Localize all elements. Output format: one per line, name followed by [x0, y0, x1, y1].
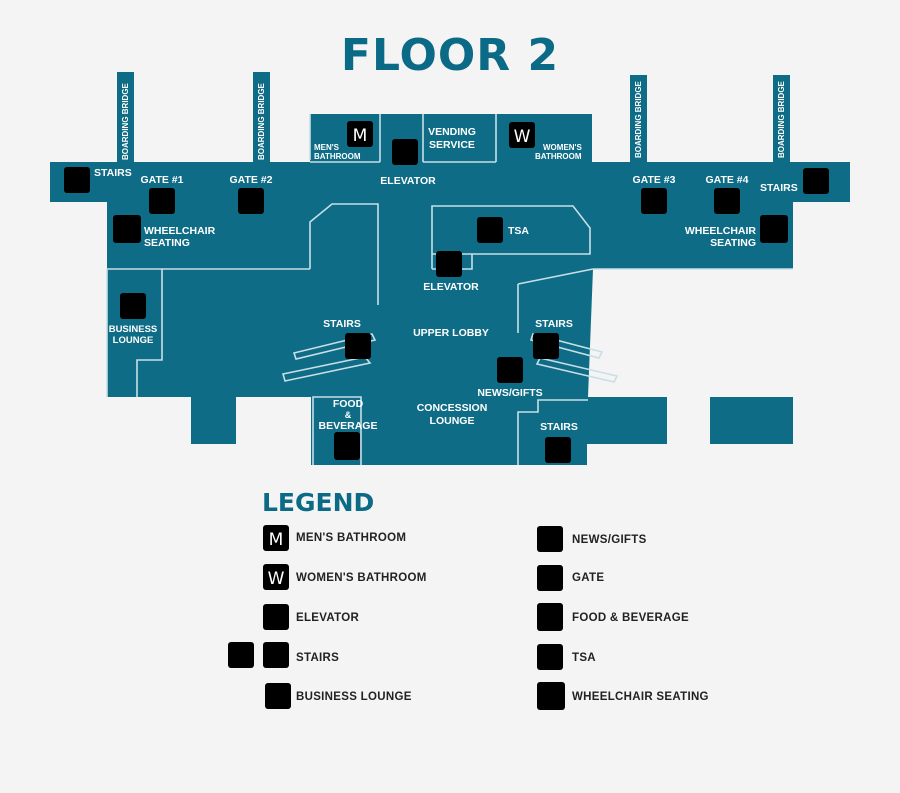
tsa-icon — [477, 217, 503, 243]
legend-mens-icon: M — [263, 525, 289, 551]
legend-item-wheelchair: WHEELCHAIR SEATING — [572, 691, 709, 703]
svg-text:M: M — [353, 126, 368, 146]
legend-item-gate: GATE — [572, 572, 605, 584]
legend-stairs-up-icon — [228, 642, 254, 668]
elevator-label-center: ELEVATOR — [423, 281, 479, 293]
legend-news-icon — [537, 526, 563, 552]
stairs-label-concession: STAIRS — [540, 421, 578, 433]
gate-4-label: GATE #4 — [706, 174, 749, 186]
legend-stairs-down-icon — [263, 642, 289, 668]
wheelchair-icon-west — [113, 215, 141, 243]
stairs-icon-center-west — [345, 333, 371, 359]
wheelchair-label-west-1: WHEELCHAIR — [144, 225, 216, 237]
wheelchair-label-east-2: SEATING — [710, 237, 756, 249]
legend-business-icon — [265, 683, 291, 709]
svg-text:W: W — [514, 127, 531, 147]
gate-2-label: GATE #2 — [230, 174, 273, 186]
womens-bathroom-label-1: WOMEN'S — [543, 143, 582, 152]
tsa-label: TSA — [508, 225, 529, 237]
food-label-2: & — [345, 410, 352, 420]
boarding-bridge-label-4: BOARDING BRIDGE — [777, 80, 786, 158]
womens-bathroom-label-2: BATHROOM — [535, 152, 582, 161]
food-label-3: BEVERAGE — [319, 420, 378, 432]
legend-tsa-icon — [537, 644, 563, 670]
legend-elevator-icon — [263, 604, 289, 630]
mens-bathroom-label-1: MEN'S — [314, 143, 340, 152]
legend-item-tsa: TSA — [572, 652, 596, 664]
gate-3-label: GATE #3 — [633, 174, 676, 186]
legend-item-womens: WOMEN'S BATHROOM — [296, 572, 427, 584]
wheelchair-label-east-1: WHEELCHAIR — [685, 225, 757, 237]
elevator-icon-center — [436, 251, 462, 277]
stairs-label-center-west: STAIRS — [323, 318, 361, 330]
business-lounge-icon — [120, 293, 146, 319]
legend-gate-icon — [537, 565, 563, 591]
concession-label-1: CONCESSION — [417, 402, 488, 414]
boarding-bridge-label-1: BOARDING BRIDGE — [121, 82, 130, 160]
legend-item-business: BUSINESS LOUNGE — [296, 691, 412, 703]
wheelchair-icon-east — [760, 215, 788, 243]
elevator-icon-top — [392, 139, 418, 165]
stairs-label-west: STAIRS — [94, 167, 132, 179]
food-beverage-icon — [334, 432, 360, 460]
business-lounge-label-2: LOUNGE — [113, 335, 154, 346]
legend-item-food: FOOD & BEVERAGE — [572, 612, 689, 624]
boarding-bridge-label-3: BOARDING BRIDGE — [634, 80, 643, 158]
legend-title: LEGEND — [262, 488, 375, 517]
news-gifts-label: NEWS/GIFTS — [477, 387, 542, 399]
elevator-label-top: ELEVATOR — [380, 175, 436, 187]
stairs-icon-west — [64, 167, 90, 193]
food-label-1: FOOD — [333, 398, 364, 410]
stairs-label-center-east: STAIRS — [535, 318, 573, 330]
gate-1-label: GATE #1 — [141, 174, 184, 186]
news-gifts-icon — [497, 357, 523, 383]
concession-label-2: LOUNGE — [430, 415, 475, 427]
mens-bathroom-label-2: BATHROOM — [314, 152, 361, 161]
legend-item-elevator: ELEVATOR — [296, 612, 360, 624]
gate-2-icon — [238, 188, 264, 214]
stairs-icon-concession — [545, 437, 571, 463]
legend-wheelchair-icon — [537, 682, 565, 710]
boarding-bridge-label-2: BOARDING BRIDGE — [257, 82, 266, 160]
stairs-icon-center-east — [533, 333, 559, 359]
stairs-icon-east — [803, 168, 829, 194]
stairs-label-east: STAIRS — [760, 182, 798, 194]
svg-text:M: M — [269, 530, 284, 550]
vending-label-2: SERVICE — [429, 139, 475, 151]
gate-3-icon — [641, 188, 667, 214]
vending-label-1: VENDING — [428, 126, 476, 138]
mens-bathroom-icon: M — [347, 121, 373, 147]
legend-womens-icon: W — [263, 564, 289, 590]
upper-lobby-label: UPPER LOBBY — [413, 327, 489, 339]
womens-bathroom-icon: W — [509, 122, 535, 148]
page-title: FLOOR 2 — [340, 30, 560, 81]
legend-item-mens: MEN'S BATHROOM — [296, 532, 407, 544]
gate-4-icon — [714, 188, 740, 214]
legend-item-stairs: STAIRS — [296, 652, 340, 664]
wheelchair-label-west-2: SEATING — [144, 237, 190, 249]
gate-1-icon — [149, 188, 175, 214]
legend-food-icon — [537, 603, 563, 631]
svg-text:W: W — [268, 569, 285, 589]
legend-item-news: NEWS/GIFTS — [572, 534, 647, 546]
business-lounge-label-1: BUSINESS — [109, 324, 158, 335]
